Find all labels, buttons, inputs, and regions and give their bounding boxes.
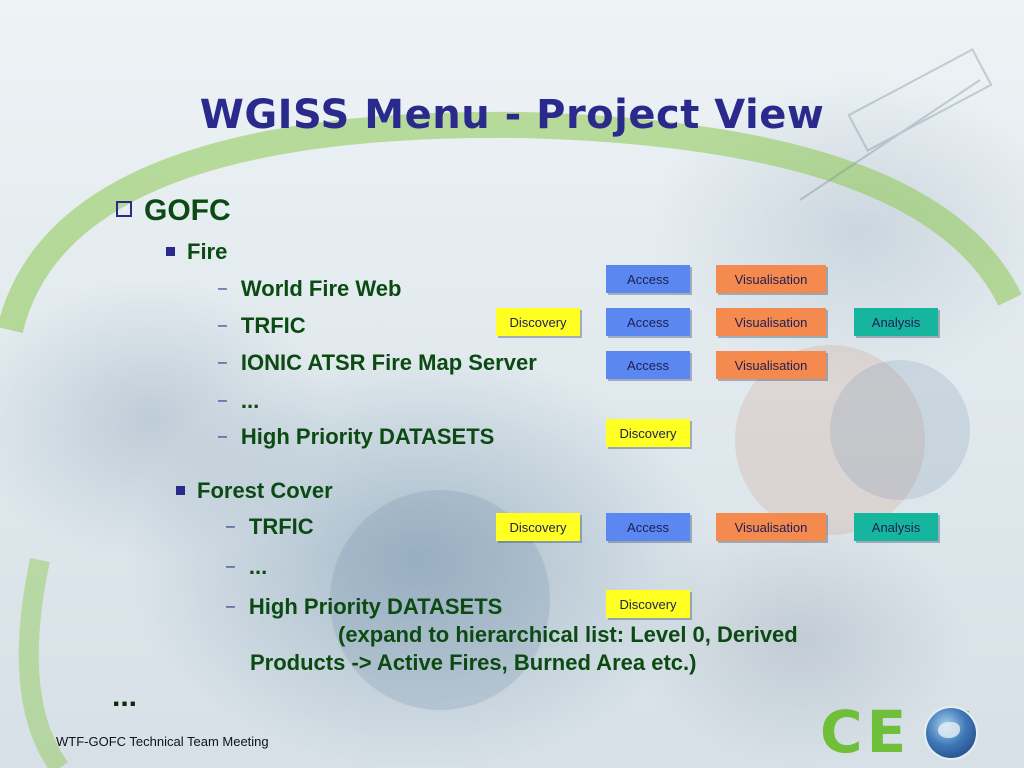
list-item: –TRFIC <box>218 313 306 338</box>
discovery-tag[interactable]: Discovery <box>606 419 690 447</box>
visualisation-tag[interactable]: Visualisation <box>716 308 826 336</box>
visualisation-tag[interactable]: Visualisation <box>716 513 826 541</box>
topic-forest-cover: Forest Cover <box>176 478 333 504</box>
list-item: –High Priority DATASETS <box>218 424 495 449</box>
square-bullet-icon <box>166 247 175 256</box>
list-item: –TRFIC <box>226 514 314 539</box>
topic-label: Forest Cover <box>197 478 333 503</box>
dash-bullet-icon: – <box>218 280 227 297</box>
hollow-square-bullet-icon <box>116 201 132 217</box>
footer-text: WTF-GOFC Technical Team Meeting <box>56 734 269 749</box>
discovery-tag[interactable]: Discovery <box>496 513 580 541</box>
list-item: –IONIC ATSR Fire Map Server <box>218 350 537 375</box>
list-item: –... <box>226 554 268 579</box>
slide-title: WGISS Menu - Project View <box>199 92 825 138</box>
access-tag[interactable]: Access <box>606 265 690 293</box>
visualisation-tag[interactable]: Visualisation <box>716 265 826 293</box>
analysis-tag[interactable]: Analysis <box>854 513 938 541</box>
dash-bullet-icon: – <box>218 392 227 409</box>
more-ellipsis: ... <box>112 680 138 713</box>
expand-note-line1: (expand to hierarchical list: Level 0, D… <box>338 622 798 647</box>
access-tag[interactable]: Access <box>606 513 690 541</box>
discovery-tag[interactable]: Discovery <box>606 590 690 618</box>
topic-fire: Fire <box>166 239 227 265</box>
analysis-tag[interactable]: Analysis <box>854 308 938 336</box>
dash-bullet-icon: – <box>226 598 235 615</box>
dash-bullet-icon: – <box>226 518 235 535</box>
dash-bullet-icon: – <box>218 317 227 334</box>
ceos-logo: CE S <box>820 700 1010 764</box>
globe-icon <box>926 708 976 758</box>
list-item: –World Fire Web <box>218 276 402 301</box>
visualisation-tag[interactable]: Visualisation <box>716 351 826 379</box>
list-item: –... <box>218 388 260 413</box>
dash-bullet-icon: – <box>218 428 227 445</box>
section-label: GOFC <box>144 194 231 227</box>
topic-label: Fire <box>187 239 228 264</box>
access-tag[interactable]: Access <box>606 308 690 336</box>
section-gofc: GOFC <box>116 194 231 228</box>
dash-bullet-icon: – <box>218 354 227 371</box>
dash-bullet-icon: – <box>226 558 235 575</box>
list-item: –High Priority DATASETS <box>226 594 503 619</box>
expand-note-line2: Products -> Active Fires, Burned Area et… <box>250 650 697 675</box>
discovery-tag[interactable]: Discovery <box>496 308 580 336</box>
square-bullet-icon <box>176 486 185 495</box>
access-tag[interactable]: Access <box>606 351 690 379</box>
